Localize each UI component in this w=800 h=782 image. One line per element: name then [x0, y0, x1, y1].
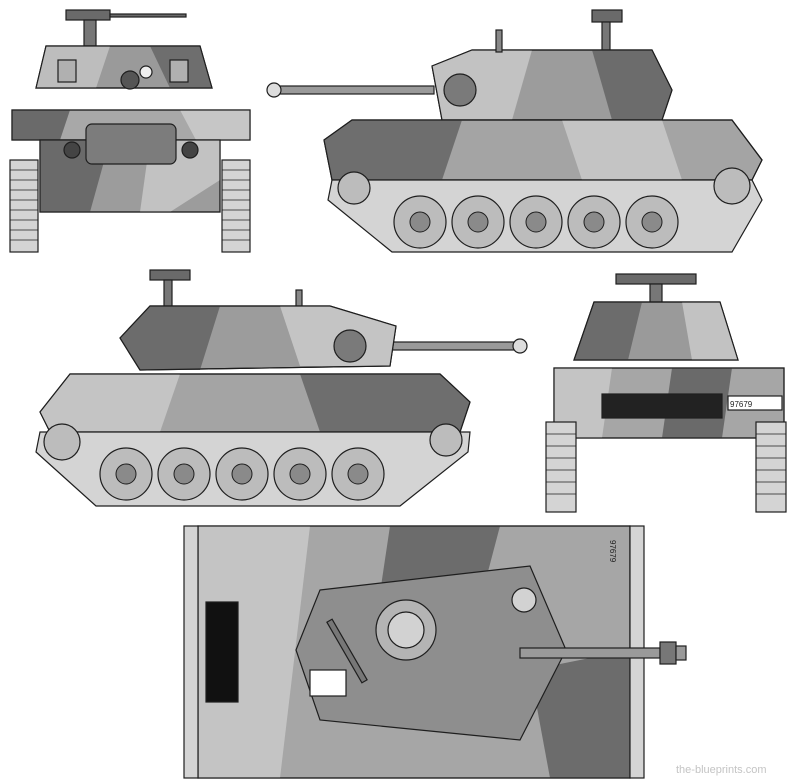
rear-serial-number-label: 97679: [730, 400, 753, 409]
top-serial-number-label: 97679: [608, 540, 617, 563]
tank-top-view: 97679: [170, 520, 700, 782]
tank-left-side-view-icon: [266, 9, 763, 253]
tank-right-side-view: [0, 262, 532, 516]
watermark-text: the-blueprints.com: [676, 764, 767, 776]
tank-rear-view-icon: 97679: [545, 273, 787, 513]
tank-front-view: [0, 0, 260, 262]
tank-rear-view: 97679: [532, 262, 800, 516]
tank-front-view-icon: [9, 9, 251, 253]
tank-right-side-view-icon: [35, 269, 528, 507]
tank-left-side-view: [262, 0, 784, 262]
tank-top-view-icon: 97679: [183, 525, 687, 779]
